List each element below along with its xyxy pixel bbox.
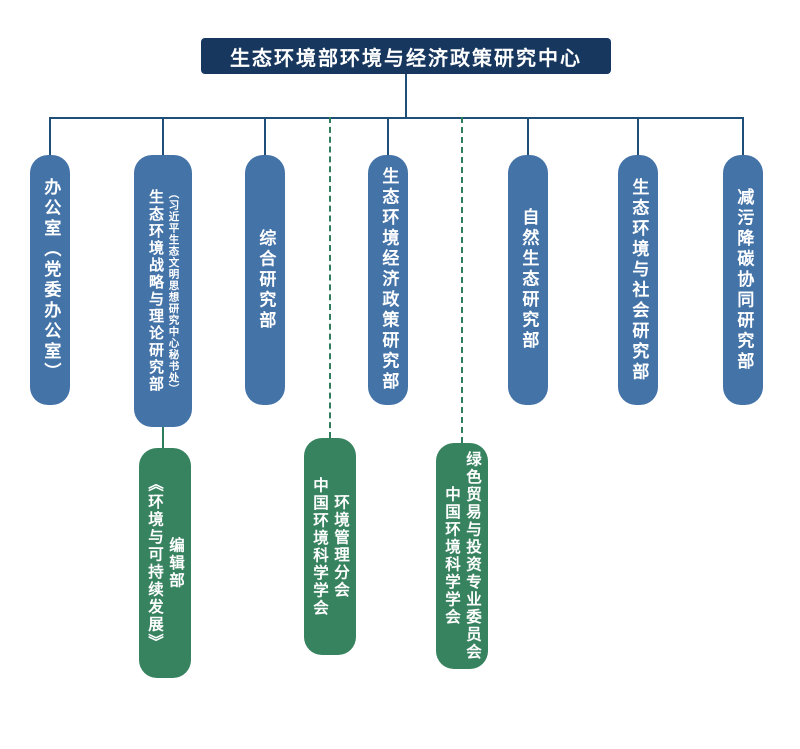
dept-label-strategy: 生态环境战略与理论研究部 bbox=[146, 189, 165, 393]
affiliate-node-editorial: 《环境与可持续发展》 编辑部 bbox=[139, 448, 191, 678]
connector-drop-carbon bbox=[742, 117, 744, 155]
org-root-title: 生态环境部环境与经济政策研究中心 bbox=[230, 45, 582, 70]
dept-label-society: 生态环境与社会研究部 bbox=[628, 177, 649, 383]
affiliate-sublabel-management-branch: 环境管理分会 bbox=[332, 494, 351, 599]
connector-root-stem bbox=[405, 74, 407, 119]
connector-drop-society bbox=[637, 117, 639, 155]
connector-horizontal-bus bbox=[49, 117, 744, 119]
dept-node-general-research: 综合研究部 bbox=[245, 155, 285, 405]
connector-editorial-stem bbox=[162, 427, 164, 448]
dept-node-economic-policy: 生态环境经济政策研究部 bbox=[368, 155, 408, 405]
dept-label-general-research: 综合研究部 bbox=[255, 228, 276, 332]
affiliate-sublabel-editorial: 编辑部 bbox=[167, 536, 186, 590]
dept-node-strategy: 生态环境战略与理论研究部 （习近平生态文明思想研究中心秘书处） bbox=[134, 155, 192, 427]
affiliate-sublabel-green-trade: 绿色贸易与投资专业委员会 bbox=[464, 451, 483, 661]
dept-node-office: 办公室（党委办公室） bbox=[30, 155, 70, 405]
connector-drop-general bbox=[264, 117, 266, 155]
affiliate-node-green-trade: 中国环境科学学会 绿色贸易与投资专业委员会 bbox=[436, 443, 488, 669]
connector-drop-economic-policy bbox=[387, 117, 389, 155]
connector-drop-strategy bbox=[162, 117, 164, 155]
affiliate-label-editorial: 《环境与可持续发展》 bbox=[146, 475, 164, 651]
dept-node-natural-ecology: 自然生态研究部 bbox=[508, 155, 548, 405]
org-root-node: 生态环境部环境与经济政策研究中心 bbox=[201, 38, 611, 74]
dept-node-society: 生态环境与社会研究部 bbox=[618, 155, 658, 405]
dashed-connector-green-trade bbox=[461, 117, 463, 443]
connector-drop-natural-ecology bbox=[527, 117, 529, 155]
dept-label-carbon-reduction: 减污降碳协同研究部 bbox=[733, 187, 754, 373]
affiliate-node-management-branch: 中国环境科学学会 环境管理分会 bbox=[304, 438, 356, 655]
dashed-connector-management-branch bbox=[329, 117, 331, 438]
connector-drop-office bbox=[49, 117, 51, 155]
dept-sublabel-strategy: （习近平生态文明思想研究中心秘书处） bbox=[167, 187, 180, 395]
dept-node-carbon-reduction: 减污降碳协同研究部 bbox=[723, 155, 763, 405]
affiliate-label-management-branch: 中国环境科学学会 bbox=[311, 476, 329, 617]
dept-label-economic-policy: 生态环境经济政策研究部 bbox=[378, 167, 399, 393]
affiliate-label-green-trade: 中国环境科学学会 bbox=[443, 486, 461, 626]
dept-label-natural-ecology: 自然生态研究部 bbox=[518, 208, 539, 352]
dept-label-office: 办公室（党委办公室） bbox=[40, 177, 61, 383]
